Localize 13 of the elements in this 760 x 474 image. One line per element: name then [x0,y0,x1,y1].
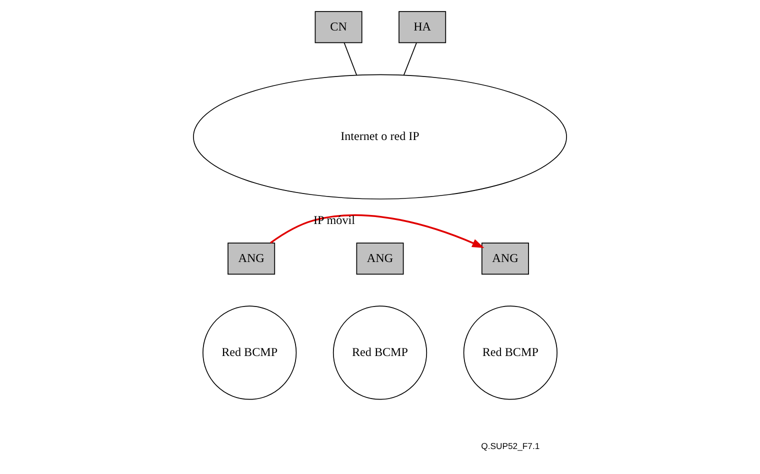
node-ellipse: Internet o red IP [193,74,567,200]
connector [403,42,417,76]
node-circle: Red BCMP [463,306,558,400]
arrow [270,214,484,248]
connector [344,42,358,76]
node-box: ANG [228,242,276,275]
node-circle: Red BCMP [332,306,428,400]
node-box: ANG [481,242,529,275]
node-box: HA [398,11,446,44]
label: Q.SUP52_F7.1 [481,441,540,452]
node-circle: Red BCMP [202,306,297,400]
node-box: ANG [356,242,404,275]
node-box: CN [314,11,362,44]
